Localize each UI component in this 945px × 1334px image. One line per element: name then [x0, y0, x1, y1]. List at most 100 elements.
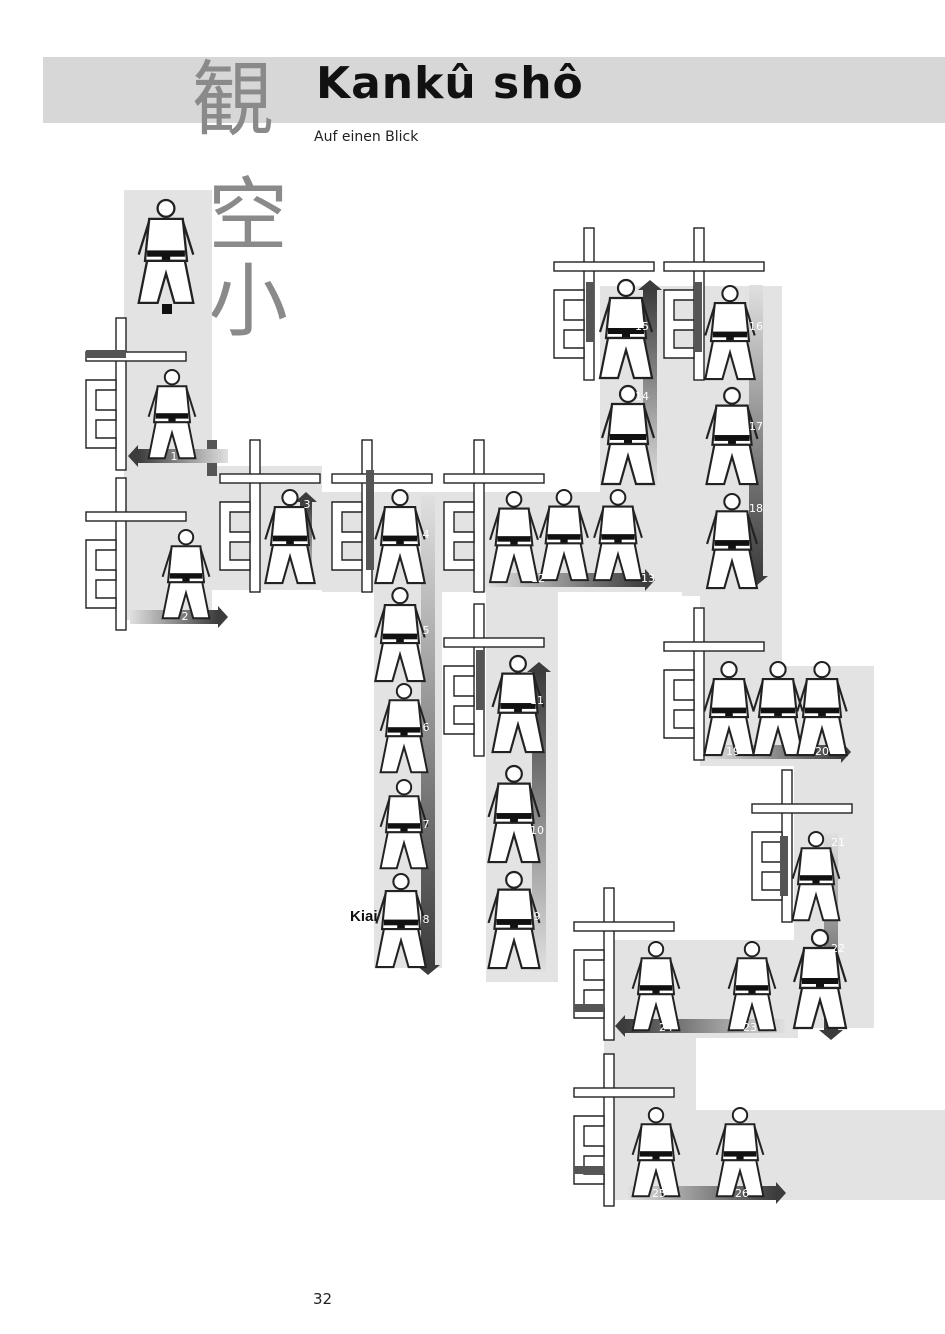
- figure-trousers: [538, 542, 590, 582]
- symbol-glyph: [219, 501, 251, 571]
- figure-trousers: [374, 544, 426, 585]
- figure-trousers: [487, 821, 541, 864]
- move-number-19: 19: [726, 745, 740, 758]
- figure-belt: [382, 633, 418, 640]
- header-band: [43, 57, 945, 123]
- symbol-accent: [366, 470, 374, 570]
- figure-belt: [387, 727, 421, 733]
- karateka-figure: [791, 831, 841, 922]
- symbol-bar: [693, 607, 705, 761]
- figure-belt: [169, 573, 203, 579]
- figure-head: [647, 941, 665, 958]
- symbol-bar: [663, 261, 765, 272]
- figure-arms: [147, 387, 197, 418]
- karateka-figure: [374, 586, 426, 683]
- karateka-figure: [600, 384, 656, 486]
- symbol-bar: [115, 317, 127, 471]
- embusen-symbol: [663, 607, 765, 761]
- figure-head: [807, 831, 825, 848]
- symbol-bar: [443, 473, 545, 484]
- figure-trousers: [379, 831, 429, 870]
- move-number-2: 2: [182, 610, 189, 623]
- figure-arms: [264, 508, 316, 540]
- symbol-accent: [586, 282, 594, 342]
- move-number-23: 23: [743, 1021, 757, 1034]
- page-number: 32: [313, 1290, 333, 1308]
- symbol-glyph: [443, 665, 475, 735]
- karateka-figure: [161, 529, 211, 620]
- figure-jacket: [493, 888, 535, 930]
- move-number-6: 6: [423, 721, 430, 734]
- figure-trousers: [727, 993, 777, 1032]
- arrow-shaft: [749, 285, 763, 576]
- figure-belt: [272, 535, 308, 542]
- figure-belt: [639, 985, 673, 991]
- move-number-5: 5: [423, 624, 430, 637]
- figure-belt: [601, 534, 635, 540]
- symbol-bar: [249, 439, 261, 593]
- arrow-head: [218, 606, 228, 628]
- move-number-10: 10: [530, 824, 544, 837]
- figure-trousers: [752, 716, 804, 757]
- arrow-head: [638, 280, 662, 290]
- figure-trousers: [704, 340, 756, 381]
- figure-belt: [714, 540, 750, 546]
- figure-trousers: [792, 986, 848, 1030]
- move-number-7: 7: [423, 818, 430, 831]
- figure-trousers: [147, 421, 197, 460]
- figure-trousers: [161, 581, 211, 620]
- figure-head: [647, 1107, 665, 1124]
- move-number-14: 14: [635, 390, 649, 403]
- move-number-4: 4: [423, 528, 430, 541]
- figure-trousers: [592, 542, 644, 582]
- karateka-figure: [379, 779, 429, 870]
- figure-head: [555, 488, 573, 506]
- karateka-figure: [705, 386, 759, 486]
- embusen-symbol: [219, 439, 321, 593]
- figure-trousers: [631, 993, 681, 1032]
- figure-belt: [799, 875, 833, 881]
- symbol-accent: [574, 1004, 604, 1012]
- figure-belt: [712, 331, 748, 338]
- figure-jacket: [801, 678, 843, 719]
- figure-arms: [137, 220, 195, 255]
- figure-trousers: [379, 735, 429, 774]
- kanji-kan: 観: [192, 53, 275, 148]
- arrow-shaft: [486, 573, 645, 587]
- figure-jacket: [497, 672, 539, 714]
- figure-head: [810, 928, 830, 948]
- figure-head: [163, 369, 181, 386]
- figure-trousers: [705, 548, 759, 590]
- embusen-symbols: [85, 227, 853, 1207]
- figure-belt: [804, 707, 840, 714]
- karateka-figure: [752, 660, 804, 757]
- figure-head: [395, 779, 413, 796]
- figure-head: [720, 660, 738, 679]
- figure-jacket: [379, 604, 421, 645]
- move-number-26: 26: [735, 1187, 749, 1200]
- arrow-head: [128, 445, 138, 467]
- move-number-9: 9: [534, 910, 541, 923]
- figure-head: [769, 660, 787, 679]
- figure-trousers: [375, 928, 427, 969]
- band-cutouts: [458, 596, 945, 1110]
- symbol-accent: [780, 836, 788, 896]
- cutout: [782, 596, 874, 666]
- page-subtitle: Auf einen Blick: [314, 129, 419, 145]
- karateka-figure: [488, 490, 540, 584]
- arrow-head: [527, 662, 551, 672]
- move-number-18: 18: [749, 502, 763, 515]
- figure-arms: [796, 680, 848, 712]
- move-number-15: 15: [635, 320, 649, 333]
- karateka-figure: [631, 941, 681, 1032]
- embusen-symbol: [85, 477, 187, 631]
- figure-head: [616, 278, 636, 298]
- symbol-glyph: [85, 379, 117, 449]
- figure-jacket: [598, 505, 638, 545]
- figure-head: [509, 654, 527, 673]
- figure-trousers: [598, 336, 654, 380]
- figure-jacket: [544, 505, 584, 545]
- move-number-13: 13: [641, 572, 655, 585]
